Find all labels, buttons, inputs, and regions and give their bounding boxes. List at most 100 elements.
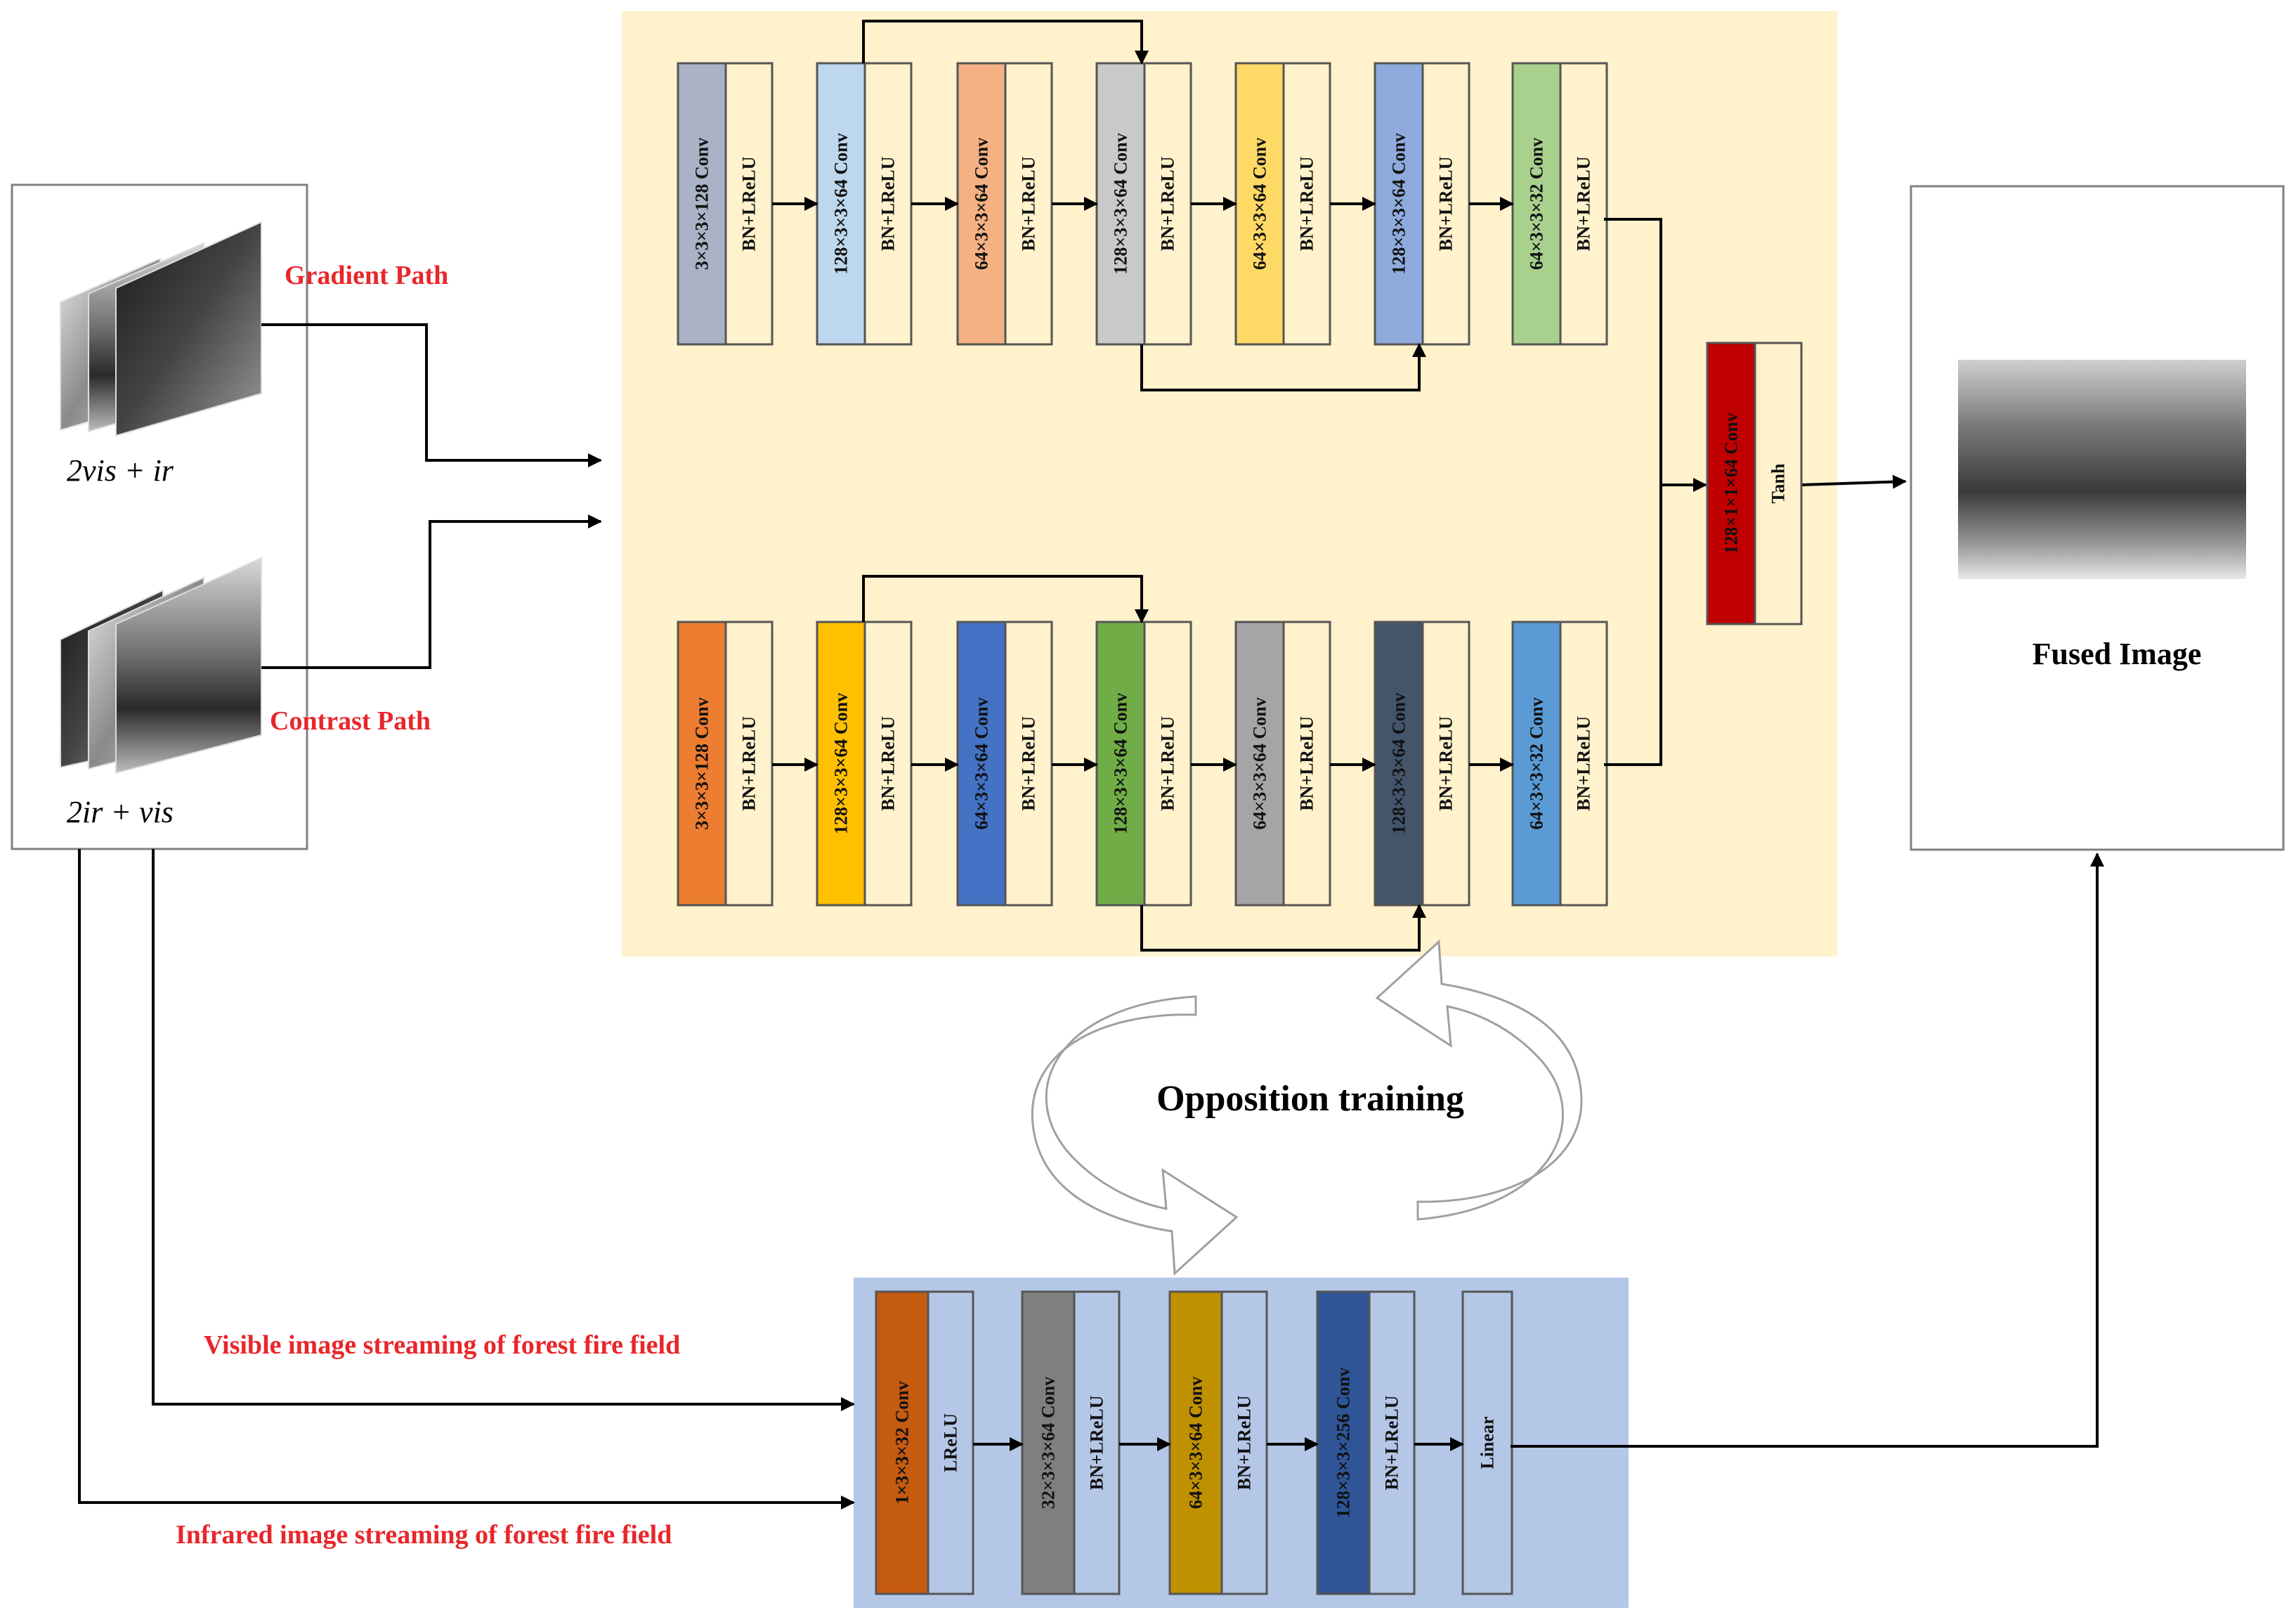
bottom-skip-connection-2 bbox=[1140, 904, 1426, 952]
discriminator-output-arrow bbox=[1511, 852, 2104, 1448]
visible-stream-label: Visible image streaming of forest fire f… bbox=[204, 1330, 680, 1360]
top-block-4-conv-label: 128×3×3×64 Conv bbox=[1111, 133, 1131, 274]
top-block-3: 64×3×3×64 Conv BN+LReLU bbox=[956, 62, 1053, 346]
top-block-5-conv-label: 64×3×3×64 Conv bbox=[1250, 138, 1270, 270]
bottom-block-2-act-label: BN+LReLU bbox=[878, 716, 899, 811]
final-block-conv-panel bbox=[1706, 342, 1756, 625]
top-block-6-act-panel bbox=[1421, 62, 1470, 346]
bottom-block-4-act-label: BN+LReLU bbox=[1158, 716, 1178, 811]
bottom-block-3-conv-label: 64×3×3×64 Conv bbox=[972, 697, 992, 829]
top-block-7-conv-label: 64×3×3×32 Conv bbox=[1527, 138, 1547, 270]
bottom-block-5-act-label: BN+LReLU bbox=[1297, 716, 1317, 811]
disc-block-1: 1×3×3×32 Conv LReLU bbox=[875, 1290, 974, 1595]
disc-block-3: 64×3×3×64 Conv BN+LReLU bbox=[1168, 1290, 1268, 1595]
input-path-arrows bbox=[261, 323, 602, 669]
disc-linear-panel bbox=[1461, 1290, 1513, 1595]
top-block-7-conv-panel bbox=[1511, 62, 1562, 346]
top-block-5-act-label: BN+LReLU bbox=[1297, 156, 1317, 251]
contrast-image-stack bbox=[60, 557, 262, 774]
top-block-1-conv-label: 3×3×3×128 Conv bbox=[692, 138, 712, 270]
top-block-5: 64×3×3×64 Conv BN+LReLU bbox=[1234, 62, 1331, 346]
opposition-training-label: Opposition training bbox=[1156, 1079, 1464, 1119]
disc-block-1-conv-label: 1×3×3×32 Conv bbox=[892, 1381, 913, 1504]
disc-block-1-act-label: LReLU bbox=[941, 1413, 961, 1472]
generator-connectors bbox=[862, 20, 1907, 952]
bottom-skip-connection-1 bbox=[862, 575, 1149, 623]
bottom-block-3: 64×3×3×64 Conv BN+LReLU bbox=[956, 621, 1053, 907]
output-panel: Fused Image bbox=[1910, 185, 2285, 851]
disc-block-4-conv-panel bbox=[1316, 1290, 1371, 1595]
stream-arrows bbox=[78, 849, 2104, 1510]
bottom-block-6-conv-label: 128×3×3×64 Conv bbox=[1389, 693, 1409, 834]
bottom-block-4-conv-panel bbox=[1095, 621, 1146, 907]
bottom-block-3-conv-panel bbox=[956, 621, 1007, 907]
disc-block-4-act-label: BN+LReLU bbox=[1382, 1395, 1402, 1490]
bottom-block-2-conv-label: 128×3×3×64 Conv bbox=[831, 693, 852, 834]
top-block-1-conv-panel bbox=[677, 62, 727, 346]
final-block-act-label: Tanh bbox=[1768, 463, 1789, 503]
top-block-3-act-label: BN+LReLU bbox=[1019, 156, 1039, 251]
top-merge-arrow bbox=[1604, 218, 1707, 492]
top-block-5-act-panel bbox=[1282, 62, 1331, 346]
top-block-4-act-panel bbox=[1143, 62, 1192, 346]
bottom-block-7-act-label: BN+LReLU bbox=[1574, 716, 1594, 811]
generator-output-arrow bbox=[1799, 474, 1907, 489]
opposition-training: Opposition training bbox=[1031, 939, 1583, 1276]
bottom-block-6-act-panel bbox=[1421, 621, 1470, 907]
gradient-formula: 2vis + ir bbox=[67, 453, 174, 488]
disc-block-4-act-panel bbox=[1368, 1290, 1416, 1595]
contrast-path-label: Contrast Path bbox=[270, 706, 431, 736]
final-block-conv-label: 128×1×1×64 Conv bbox=[1721, 413, 1742, 554]
bottom-block-1-act-label: BN+LReLU bbox=[739, 716, 759, 811]
generator-final-block: 128×1×1×64 Conv Tanh bbox=[1706, 342, 1803, 625]
bottom-block-5: 64×3×3×64 Conv BN+LReLU bbox=[1234, 621, 1331, 907]
top-skip-connection-1 bbox=[862, 20, 1149, 65]
final-block-act-panel bbox=[1754, 342, 1803, 625]
bottom-block-5-conv-panel bbox=[1234, 621, 1285, 907]
input-panel: Gradient Path 2vis + ir Contrast Path 2i… bbox=[11, 183, 448, 850]
disc-linear-label: Linear bbox=[1478, 1416, 1498, 1469]
top-block-7-act-panel bbox=[1559, 62, 1608, 346]
top-block-2-act-panel bbox=[863, 62, 913, 346]
fused-image bbox=[1958, 360, 2246, 579]
top-block-1-act-label: BN+LReLU bbox=[739, 156, 759, 251]
bottom-block-1: 3×3×3×128 Conv BN+LReLU bbox=[677, 621, 774, 907]
bottom-block-7-act-panel bbox=[1559, 621, 1608, 907]
gradient-image-stack bbox=[60, 221, 262, 437]
generator-panel bbox=[622, 11, 1837, 956]
disc-block-2-conv-label: 32×3×3×64 Conv bbox=[1038, 1377, 1059, 1509]
bottom-block-4-act-panel bbox=[1143, 621, 1192, 907]
gradient-path-label: Gradient Path bbox=[285, 261, 448, 290]
final-block: 128×1×1×64 Conv Tanh bbox=[1706, 342, 1803, 625]
bottom-block-5-conv-label: 64×3×3×64 Conv bbox=[1250, 697, 1270, 829]
visible-stream-arrow bbox=[152, 849, 855, 1411]
discriminator-blocks: 1×3×3×32 Conv LReLU 32×3×3×64 Conv BN+LReLU… bbox=[875, 1290, 1513, 1595]
top-block-3-conv-label: 64×3×3×64 Conv bbox=[972, 138, 992, 270]
disc-block-3-conv-label: 64×3×3×64 Conv bbox=[1186, 1377, 1206, 1509]
disc-block-3-act-panel bbox=[1220, 1290, 1268, 1595]
bottom-block-1-conv-label: 3×3×3×128 Conv bbox=[692, 697, 712, 829]
disc-block-3-conv-panel bbox=[1168, 1290, 1223, 1595]
disc-block-3-act-label: BN+LReLU bbox=[1234, 1395, 1255, 1490]
disc-block-2-act-label: BN+LReLU bbox=[1087, 1395, 1107, 1490]
bottom-block-2-conv-panel bbox=[816, 621, 866, 907]
bottom-block-3-act-label: BN+LReLU bbox=[1019, 716, 1039, 811]
infrared-stream-label: Infrared image streaming of forest fire … bbox=[176, 1520, 672, 1550]
top-skip-connection-2 bbox=[1140, 343, 1426, 391]
disc-block-1-conv-panel bbox=[875, 1290, 930, 1595]
disc-linear-block: Linear bbox=[1461, 1290, 1513, 1595]
cycle-arrow-left-icon bbox=[1031, 995, 1239, 1276]
top-block-6-act-label: BN+LReLU bbox=[1436, 156, 1456, 251]
cycle-arrow-right-icon bbox=[1375, 939, 1583, 1221]
top-block-2: 128×3×3×64 Conv BN+LReLU bbox=[816, 62, 913, 346]
bottom-block-4-conv-label: 128×3×3×64 Conv bbox=[1111, 693, 1131, 834]
top-block-2-act-label: BN+LReLU bbox=[878, 156, 899, 251]
contrast-path-arrow bbox=[261, 514, 602, 669]
top-block-2-conv-label: 128×3×3×64 Conv bbox=[831, 133, 852, 274]
